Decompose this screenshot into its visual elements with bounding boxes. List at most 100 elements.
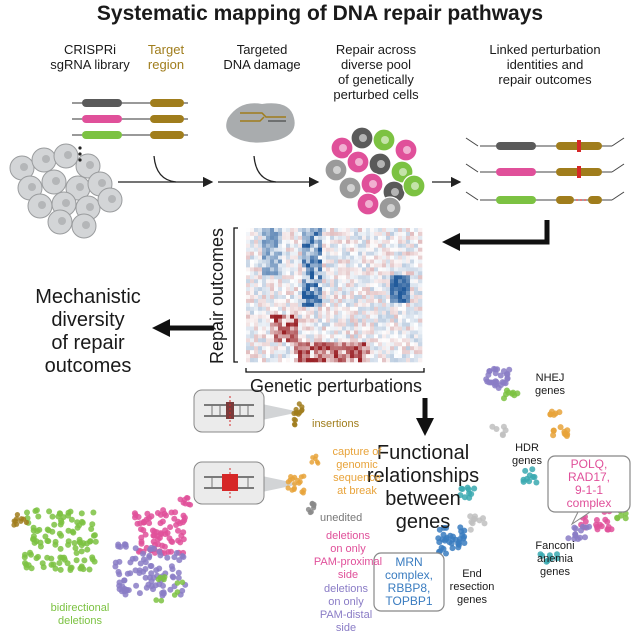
scatter-point [292, 417, 298, 423]
mrn-callout [373, 552, 445, 612]
scatter-point [593, 524, 600, 530]
scatter-point [622, 515, 629, 522]
bidir-line2: deletions [57, 615, 103, 627]
scatter-point [161, 574, 168, 580]
functional-label: Functional relationships between genes [358, 442, 488, 534]
scatter-point [562, 431, 569, 438]
scatter-point [458, 528, 465, 535]
distal-line3: PAM-distal [319, 609, 373, 621]
scatter-point [179, 579, 186, 586]
sgrna-library-icon [72, 99, 188, 162]
scatter-point [91, 532, 98, 539]
scatter-point [175, 527, 181, 534]
mrn-line2: complex, [384, 568, 434, 582]
scatter-point [180, 529, 187, 536]
nhej-line1: NHEJ [535, 372, 565, 384]
repair-label-line2: diverse pool [340, 57, 412, 72]
scatter-point [138, 540, 145, 547]
distal-line4: side [335, 622, 357, 634]
scatter-point [132, 555, 139, 562]
scatter-point [150, 574, 157, 581]
scatter-point [14, 511, 20, 518]
scatter-point [440, 524, 447, 531]
scatter-point [458, 485, 465, 492]
scatter-point [557, 424, 564, 431]
scatter-point [170, 574, 177, 581]
bidirectional-label: bidirectional deletions [40, 602, 120, 628]
scatter-point [537, 551, 544, 558]
scatter-point [57, 521, 64, 528]
linked-label-line3: repair outcomes [498, 72, 592, 87]
scatter-point [314, 459, 320, 465]
scatter-point [73, 550, 80, 556]
bidir-line1: bidirectional [50, 602, 110, 614]
scatter-point [153, 567, 160, 574]
scatter-point [35, 513, 42, 520]
scatter-point [605, 526, 612, 533]
scatter-point [492, 378, 499, 385]
scatter-point [455, 544, 462, 551]
linked-label-line1: Linked perturbation [489, 42, 601, 57]
scatter-point [298, 474, 304, 480]
polq-line4: complex [566, 496, 612, 510]
scatter-point [172, 509, 179, 516]
scatter-point [67, 508, 74, 515]
scatter-point [550, 411, 557, 418]
scatter-point [489, 423, 496, 430]
scatter-point [604, 518, 611, 525]
scatter-point [290, 476, 296, 482]
scatter-point [142, 559, 149, 566]
scatter-point [468, 491, 475, 497]
scatter-point [58, 532, 65, 539]
scatter-point [57, 566, 64, 573]
scatter-point [70, 529, 77, 536]
scatter-point [470, 516, 477, 523]
fanconi-line2: anemia [536, 553, 574, 565]
scatter-point [35, 553, 41, 560]
end-line2: resection [449, 581, 495, 593]
outcome-scatter [11, 401, 321, 604]
scatter-point [509, 390, 516, 397]
scatter-point [533, 479, 540, 486]
scatter-point [147, 546, 154, 553]
scatter-point [547, 555, 554, 562]
scatter-point [467, 526, 474, 533]
scatter-point [578, 527, 584, 534]
scatter-point [164, 554, 171, 561]
scatter-point [116, 579, 123, 586]
scatter-point [56, 560, 63, 566]
scatter-point [556, 409, 563, 416]
prox-deletions-label: deletions on only PAM-proximal side [302, 530, 394, 582]
scatter-point [156, 548, 163, 555]
scatter-point [583, 524, 590, 531]
scatter-point [164, 530, 171, 536]
target-label-line2: region [147, 57, 185, 72]
scatter-point [529, 466, 536, 473]
scatter-point [175, 569, 182, 576]
scatter-point [506, 366, 513, 373]
scatter-point [457, 492, 464, 499]
scatter-point [133, 582, 140, 589]
scatter-point [136, 590, 143, 597]
capture-line1: capture of [332, 446, 382, 458]
scatter-point [180, 554, 187, 560]
hdr-label: HDR genes [502, 442, 552, 468]
mrn-line1: MRN [395, 555, 423, 569]
scatter-point [181, 514, 188, 521]
scatter-point [148, 513, 155, 520]
scatter-point [174, 580, 181, 586]
polq-line2: RAD17, [567, 470, 611, 484]
dna-damage-icon [226, 103, 295, 143]
capture-dna-callout [193, 461, 300, 505]
mechanistic-line4: outcomes [44, 355, 132, 377]
scatter-point [150, 538, 157, 545]
scatter-point [76, 522, 83, 529]
functional-line2: relationships [366, 465, 480, 487]
functional-line4: genes [395, 511, 451, 533]
scatter-point [34, 528, 41, 535]
scatter-point [291, 486, 297, 492]
scatter-point [292, 481, 298, 487]
scatter-point [307, 509, 313, 516]
scatter-point [168, 563, 175, 570]
